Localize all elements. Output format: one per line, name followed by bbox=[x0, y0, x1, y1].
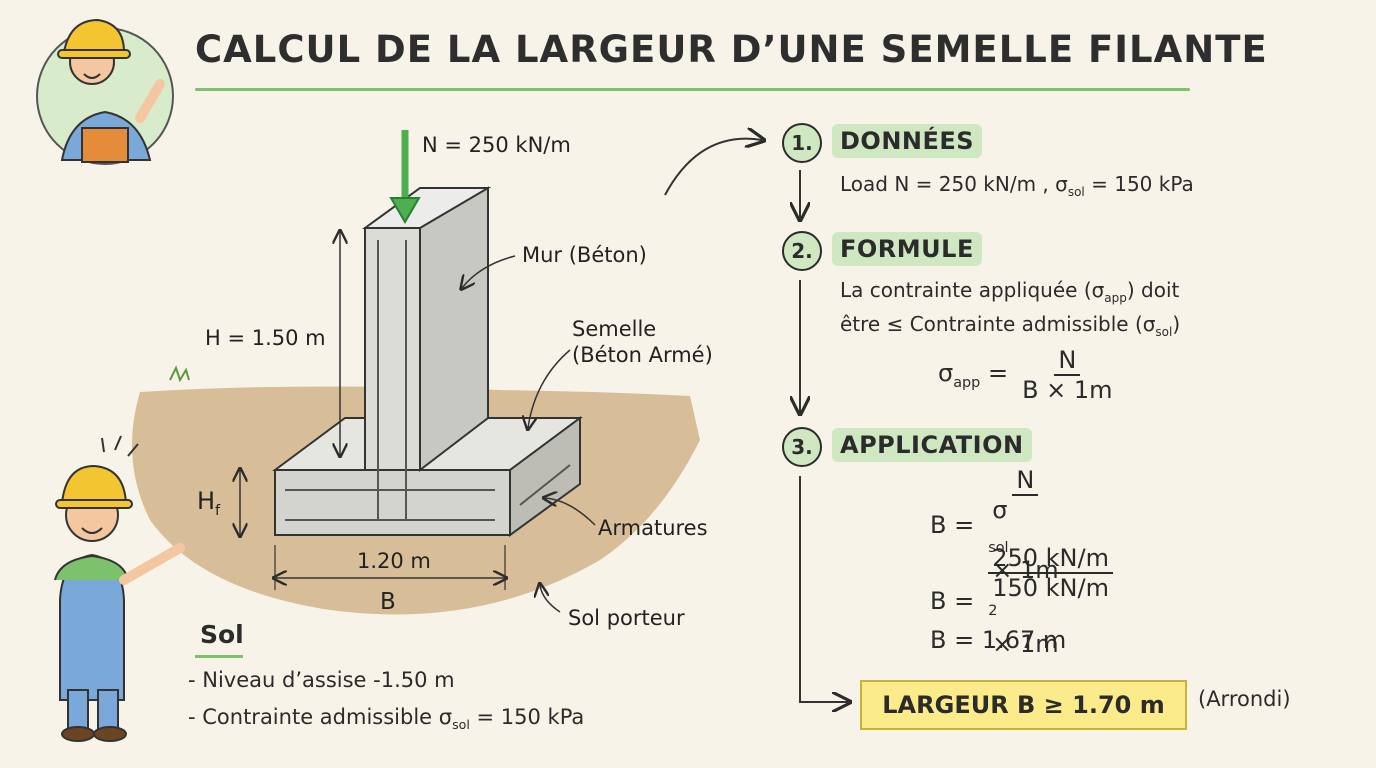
eq1-numerator: N bbox=[1012, 466, 1039, 496]
soil-info-stress: - Contrainte admissible σsol = 150 kPa bbox=[188, 705, 585, 733]
step-3-number: 3. bbox=[782, 427, 822, 467]
step-3-eq3: B = 1.67 m bbox=[930, 626, 1067, 654]
worker-bottom-icon bbox=[54, 435, 185, 742]
worker-top-icon bbox=[36, 18, 174, 165]
soil-info-title: Sol bbox=[200, 620, 244, 649]
width-symbol-label: B bbox=[380, 589, 396, 615]
width-value-label: 1.20 m bbox=[357, 549, 431, 573]
step-2-number: 2. bbox=[782, 231, 822, 271]
formula-lhs: σapp = bbox=[938, 359, 1009, 391]
footing-label: Semelle (Béton Armé) bbox=[572, 316, 713, 369]
step-1-number: 1. bbox=[782, 123, 822, 163]
wall-block bbox=[361, 186, 492, 520]
page-title: CALCUL DE LA LARGEUR D’UNE SEMELLE FILAN… bbox=[195, 28, 1268, 71]
step-1-text: Load N = 250 kN/m , σsol = 150 kPa bbox=[840, 172, 1194, 199]
result-box: LARGEUR B ≥ 1.70 m bbox=[860, 680, 1187, 730]
formula-denominator: B × 1m bbox=[1022, 376, 1113, 404]
step-2-heading: FORMULE bbox=[832, 232, 982, 266]
footing-label-line1: Semelle bbox=[572, 317, 657, 341]
footing-label-line2: (Béton Armé) bbox=[572, 343, 713, 368]
rebar-label: Armatures bbox=[598, 516, 708, 540]
height-label: H = 1.50 m bbox=[205, 326, 326, 350]
soil-info-underline bbox=[195, 655, 243, 658]
title-underline bbox=[195, 88, 1190, 91]
wall-label: Mur (Béton) bbox=[522, 243, 647, 267]
eq2-lhs: B = bbox=[930, 587, 975, 615]
step-2-line1: La contrainte appliquée (σapp) doit bbox=[840, 278, 1180, 305]
step-3-heading: APPLICATION bbox=[832, 428, 1032, 462]
step-2-line2: être ≤ Contrainte admissible (σsol) bbox=[840, 312, 1181, 339]
eq1-lhs: B = bbox=[930, 510, 975, 539]
formula-numerator: N bbox=[1054, 346, 1081, 376]
hf-label: Hf bbox=[197, 487, 221, 519]
eq2-numerator: 250 kN/m bbox=[988, 544, 1113, 574]
result-note: (Arrondi) bbox=[1198, 687, 1291, 711]
soil-info-level: - Niveau d’assise -1.50 m bbox=[188, 668, 455, 692]
step-1-heading: DONNÉES bbox=[832, 124, 983, 158]
load-label: N = 250 kN/m bbox=[422, 133, 571, 157]
soil-bearing-label: Sol porteur bbox=[568, 606, 685, 630]
